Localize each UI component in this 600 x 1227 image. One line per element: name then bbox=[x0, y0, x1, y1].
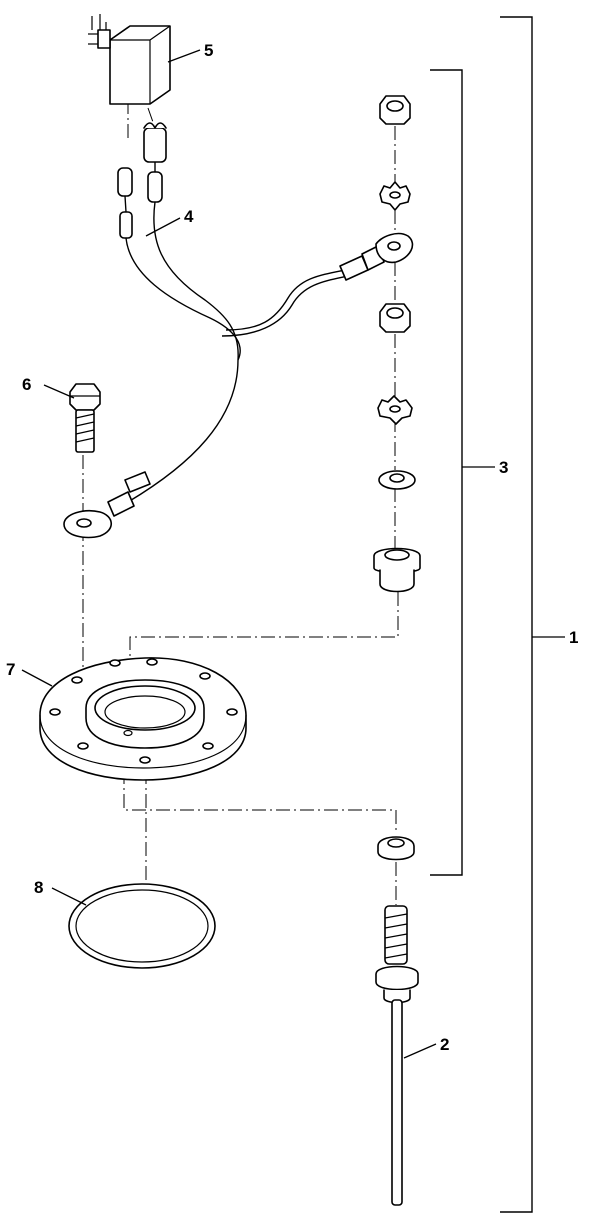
switch-relay-part bbox=[88, 14, 171, 105]
callout-1: 1 bbox=[569, 628, 578, 647]
flange-part bbox=[39, 657, 247, 781]
hardware-stack-part bbox=[373, 95, 421, 861]
callout-2: 2 bbox=[440, 1035, 449, 1054]
bracket-assembly-1 bbox=[500, 16, 533, 1213]
callout-4: 4 bbox=[184, 207, 194, 226]
callout-7: 7 bbox=[6, 660, 15, 679]
wiring-harness-part bbox=[63, 122, 414, 539]
callout-8: 8 bbox=[34, 878, 43, 897]
bracket-kit-3 bbox=[430, 69, 463, 876]
sensor-probe-part bbox=[375, 905, 419, 1206]
o-ring-part bbox=[68, 883, 216, 969]
callout-5: 5 bbox=[204, 41, 213, 60]
callout-6: 6 bbox=[22, 375, 31, 394]
bolt-part bbox=[69, 383, 101, 453]
leader-lines bbox=[21, 49, 565, 1059]
callout-3: 3 bbox=[499, 458, 508, 477]
